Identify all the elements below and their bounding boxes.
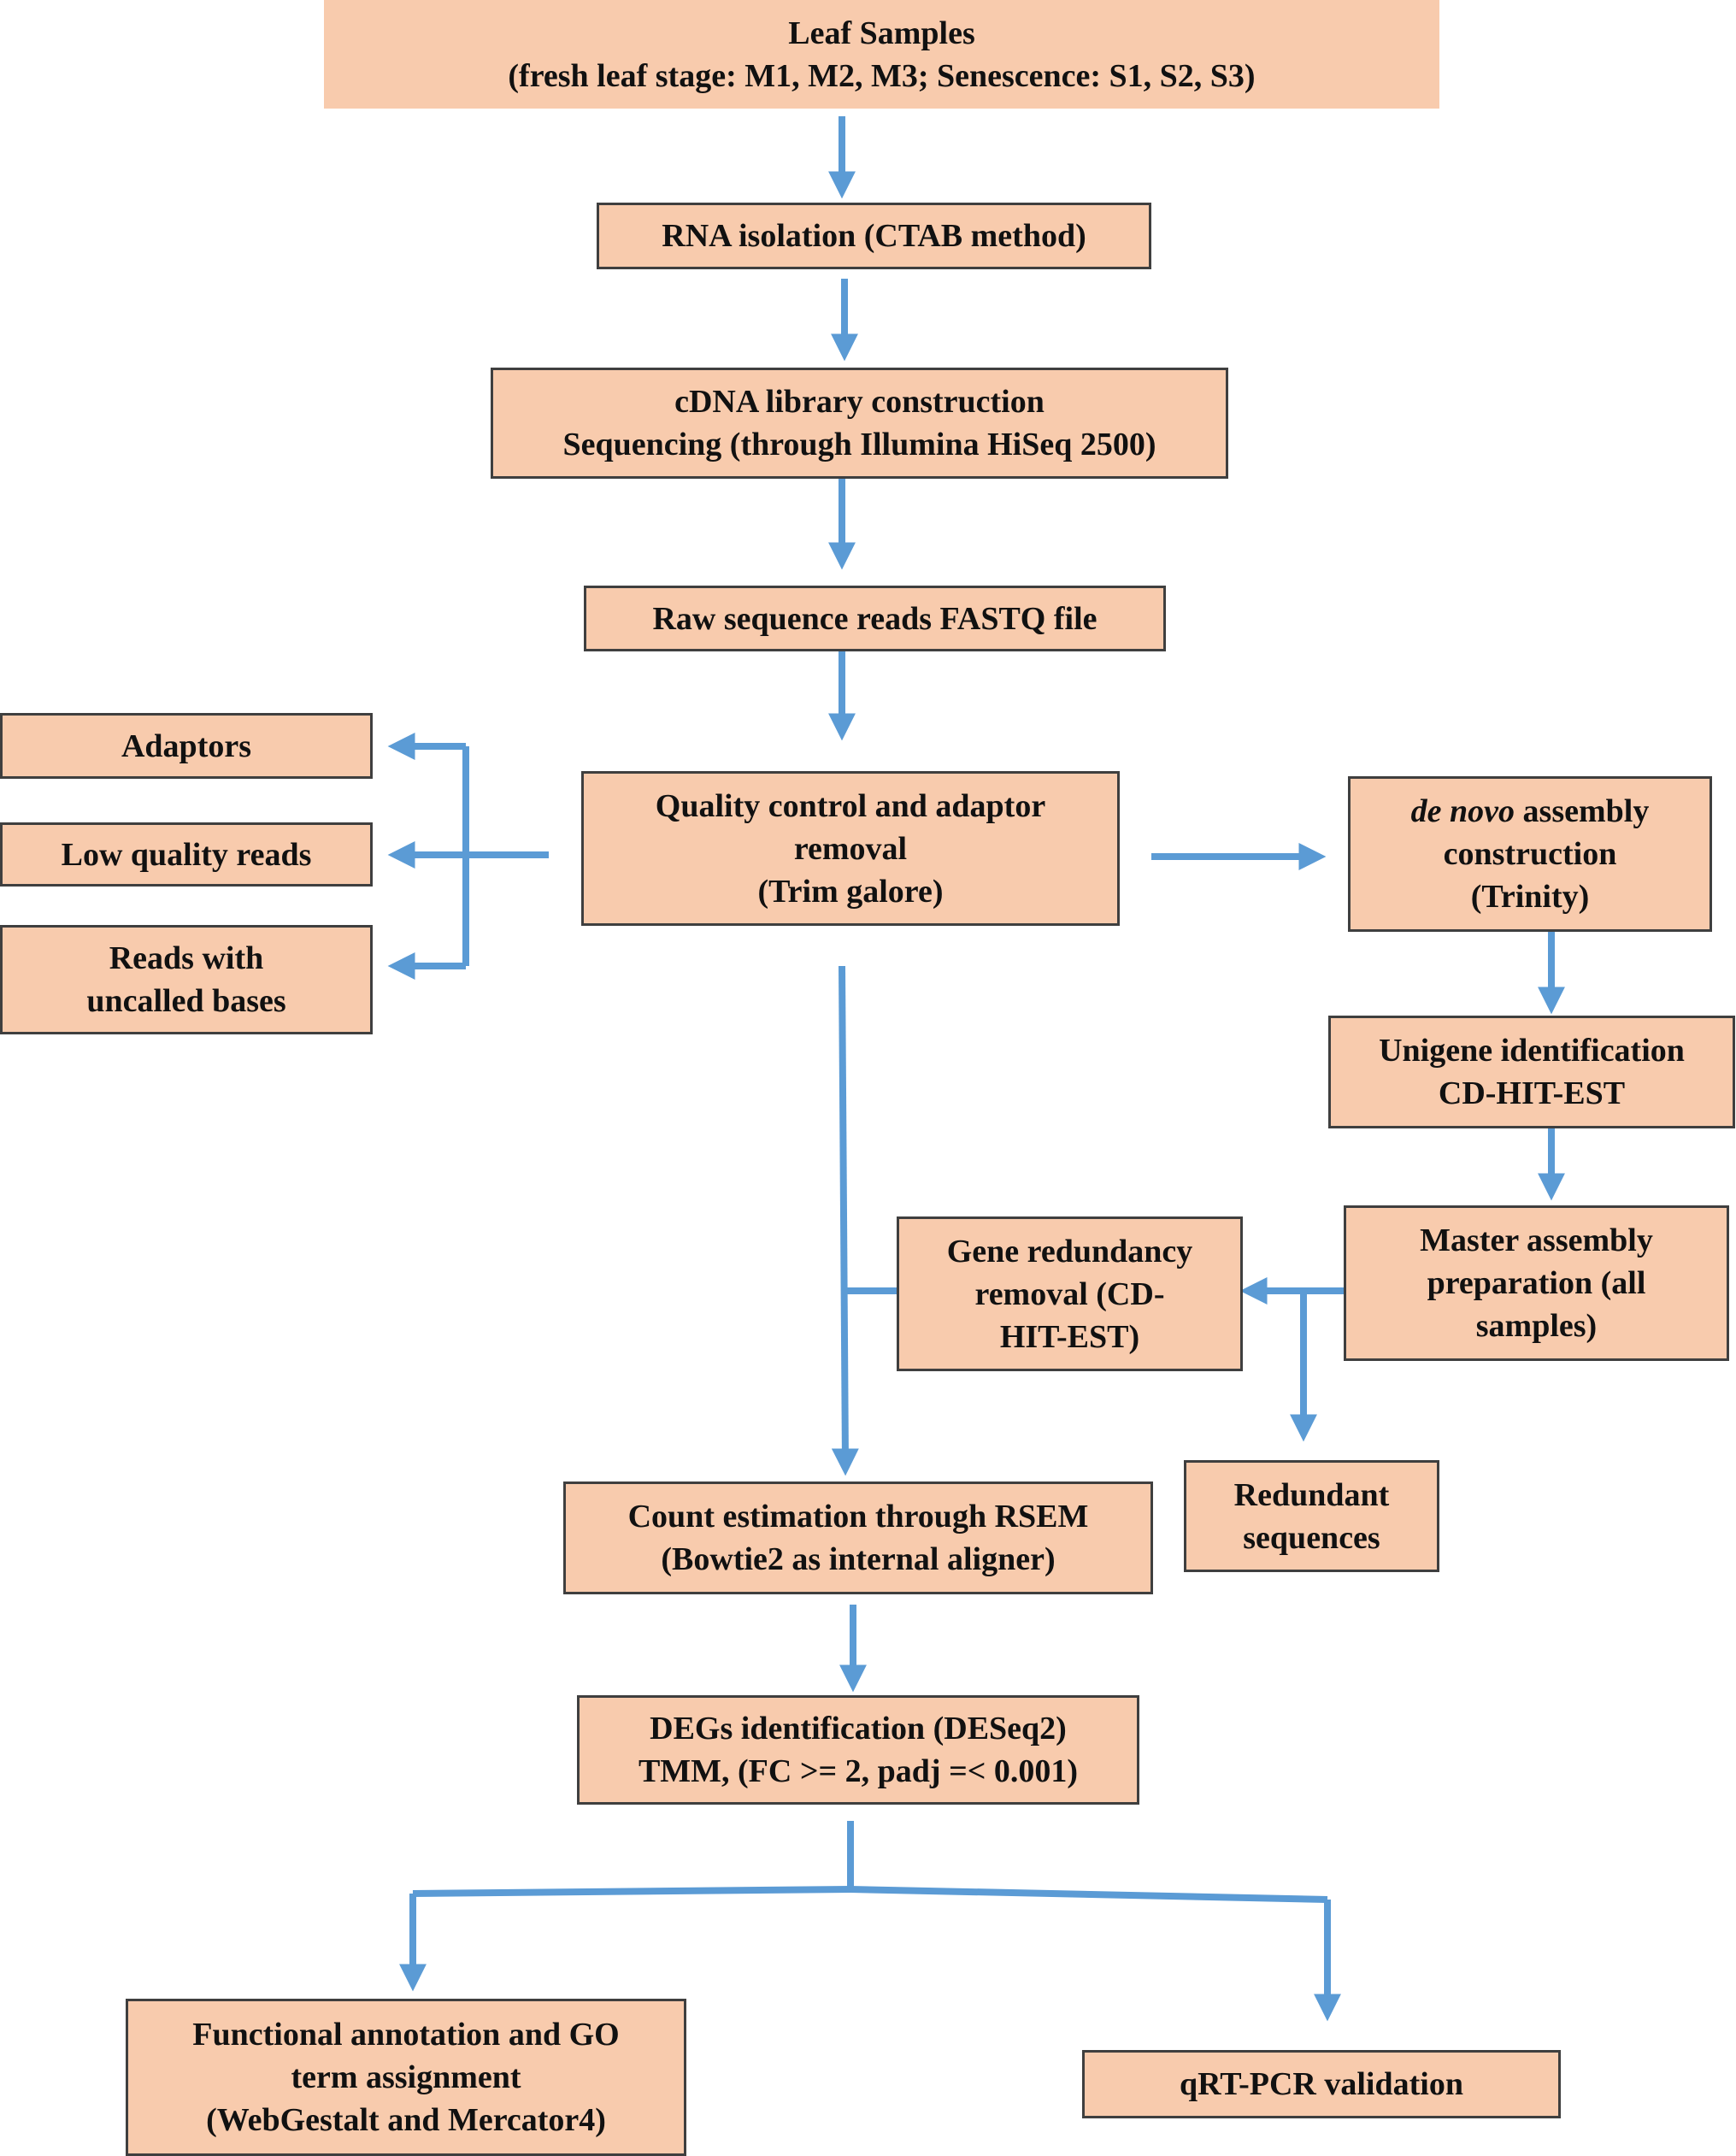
qrt-pcr-label: qRT-PCR validation (1180, 2066, 1463, 2102)
rna-isolation-box: RNA isolation (CTAB method) (597, 203, 1151, 269)
master-assembly-line-2: preparation (all (1427, 1265, 1646, 1301)
unigene-line-2: CD-HIT-EST (1438, 1075, 1626, 1111)
quality-control-box: Quality control and adaptor removal (Tri… (581, 771, 1120, 926)
count-estimation-line-2: (Bowtie2 as internal aligner) (661, 1541, 1056, 1577)
master-assembly-line-1: Master assembly (1420, 1222, 1653, 1258)
uncalled-bases-line-2: uncalled bases (86, 983, 286, 1019)
connector-split-right (850, 1886, 1328, 1903)
master-assembly-box: Master assembly preparation (all samples… (1344, 1205, 1729, 1361)
uncalled-bases-line-1: Reads with (109, 940, 264, 976)
gene-redundancy-line-3: HIT-EST) (999, 1318, 1140, 1355)
redundant-line-1: Redundant (1233, 1476, 1390, 1513)
redundant-line-2: sequences (1243, 1519, 1380, 1556)
de-novo-assembly-word: assembly (1515, 793, 1650, 829)
cdna-library-box: cDNA library construction Sequencing (th… (491, 368, 1228, 479)
low-quality-reads-box: Low quality reads (0, 822, 373, 887)
de-novo-italic: de novo (1410, 793, 1515, 829)
arrow-qc-to-count (831, 965, 859, 1476)
master-assembly-line-3: samples) (1475, 1308, 1598, 1344)
cdna-library-line-1: cDNA library construction (674, 384, 1045, 420)
cdna-library-line-2: Sequencing (through Illumina HiSeq 2500) (562, 427, 1156, 462)
degs-line-1: DEGs identification (DESeq2) (650, 1711, 1067, 1747)
adaptors-label: Adaptors (121, 728, 252, 764)
quality-control-line-2: removal (793, 830, 908, 867)
leaf-samples-box: Leaf Samples (fresh leaf stage: M1, M2, … (324, 0, 1439, 109)
de-novo-line-2: construction (1443, 836, 1617, 872)
de-novo-assembly-box: de novo assembly construction (Trinity) (1348, 776, 1712, 932)
degs-line-2: TMM, (FC >= 2, padj =< 0.001) (638, 1753, 1079, 1789)
qrt-pcr-validation-box: qRT-PCR validation (1082, 2050, 1561, 2118)
uncalled-bases-box: Reads with uncalled bases (0, 925, 373, 1034)
adaptors-box: Adaptors (0, 713, 373, 779)
quality-control-line-3: (Trim galore) (757, 873, 944, 910)
gene-redundancy-line-1: Gene redundancy (946, 1233, 1193, 1269)
leaf-samples-stages: (fresh leaf stage: M1, M2, M3; Senescenc… (508, 57, 1256, 94)
gene-redundancy-box: Gene redundancy removal (CD- HIT-EST) (897, 1216, 1243, 1371)
functional-line-1: Functional annotation and GO (192, 2017, 620, 2053)
de-novo-line-1: de novo assembly (1411, 790, 1650, 833)
unigene-line-1: Unigene identification (1379, 1033, 1685, 1069)
degs-identification-box: DEGs identification (DESeq2) TMM, (FC >=… (577, 1695, 1139, 1805)
functional-line-3: (WebGestalt and Mercator4) (206, 2102, 606, 2138)
quality-control-line-1: Quality control and adaptor (655, 787, 1046, 824)
raw-reads-box: Raw sequence reads FASTQ file (584, 586, 1166, 651)
gene-redundancy-line-2: removal (CD- (974, 1275, 1165, 1312)
de-novo-line-3: (Trinity) (1470, 879, 1590, 915)
unigene-identification-box: Unigene identification CD-HIT-EST (1328, 1016, 1735, 1128)
rna-isolation-label: RNA isolation (CTAB method) (662, 218, 1086, 254)
connector-split-left (412, 1886, 851, 1897)
functional-annotation-box: Functional annotation and GO term assign… (126, 1999, 686, 2156)
count-estimation-line-1: Count estimation through RSEM (627, 1499, 1089, 1535)
functional-line-2: term assignment (291, 2059, 521, 2095)
raw-reads-label: Raw sequence reads FASTQ file (652, 600, 1098, 637)
leaf-samples-title: Leaf Samples (788, 15, 975, 51)
redundant-sequences-box: Redundant sequences (1184, 1460, 1439, 1572)
count-estimation-box: Count estimation through RSEM (Bowtie2 a… (563, 1482, 1153, 1594)
low-quality-reads-label: Low quality reads (61, 836, 312, 873)
